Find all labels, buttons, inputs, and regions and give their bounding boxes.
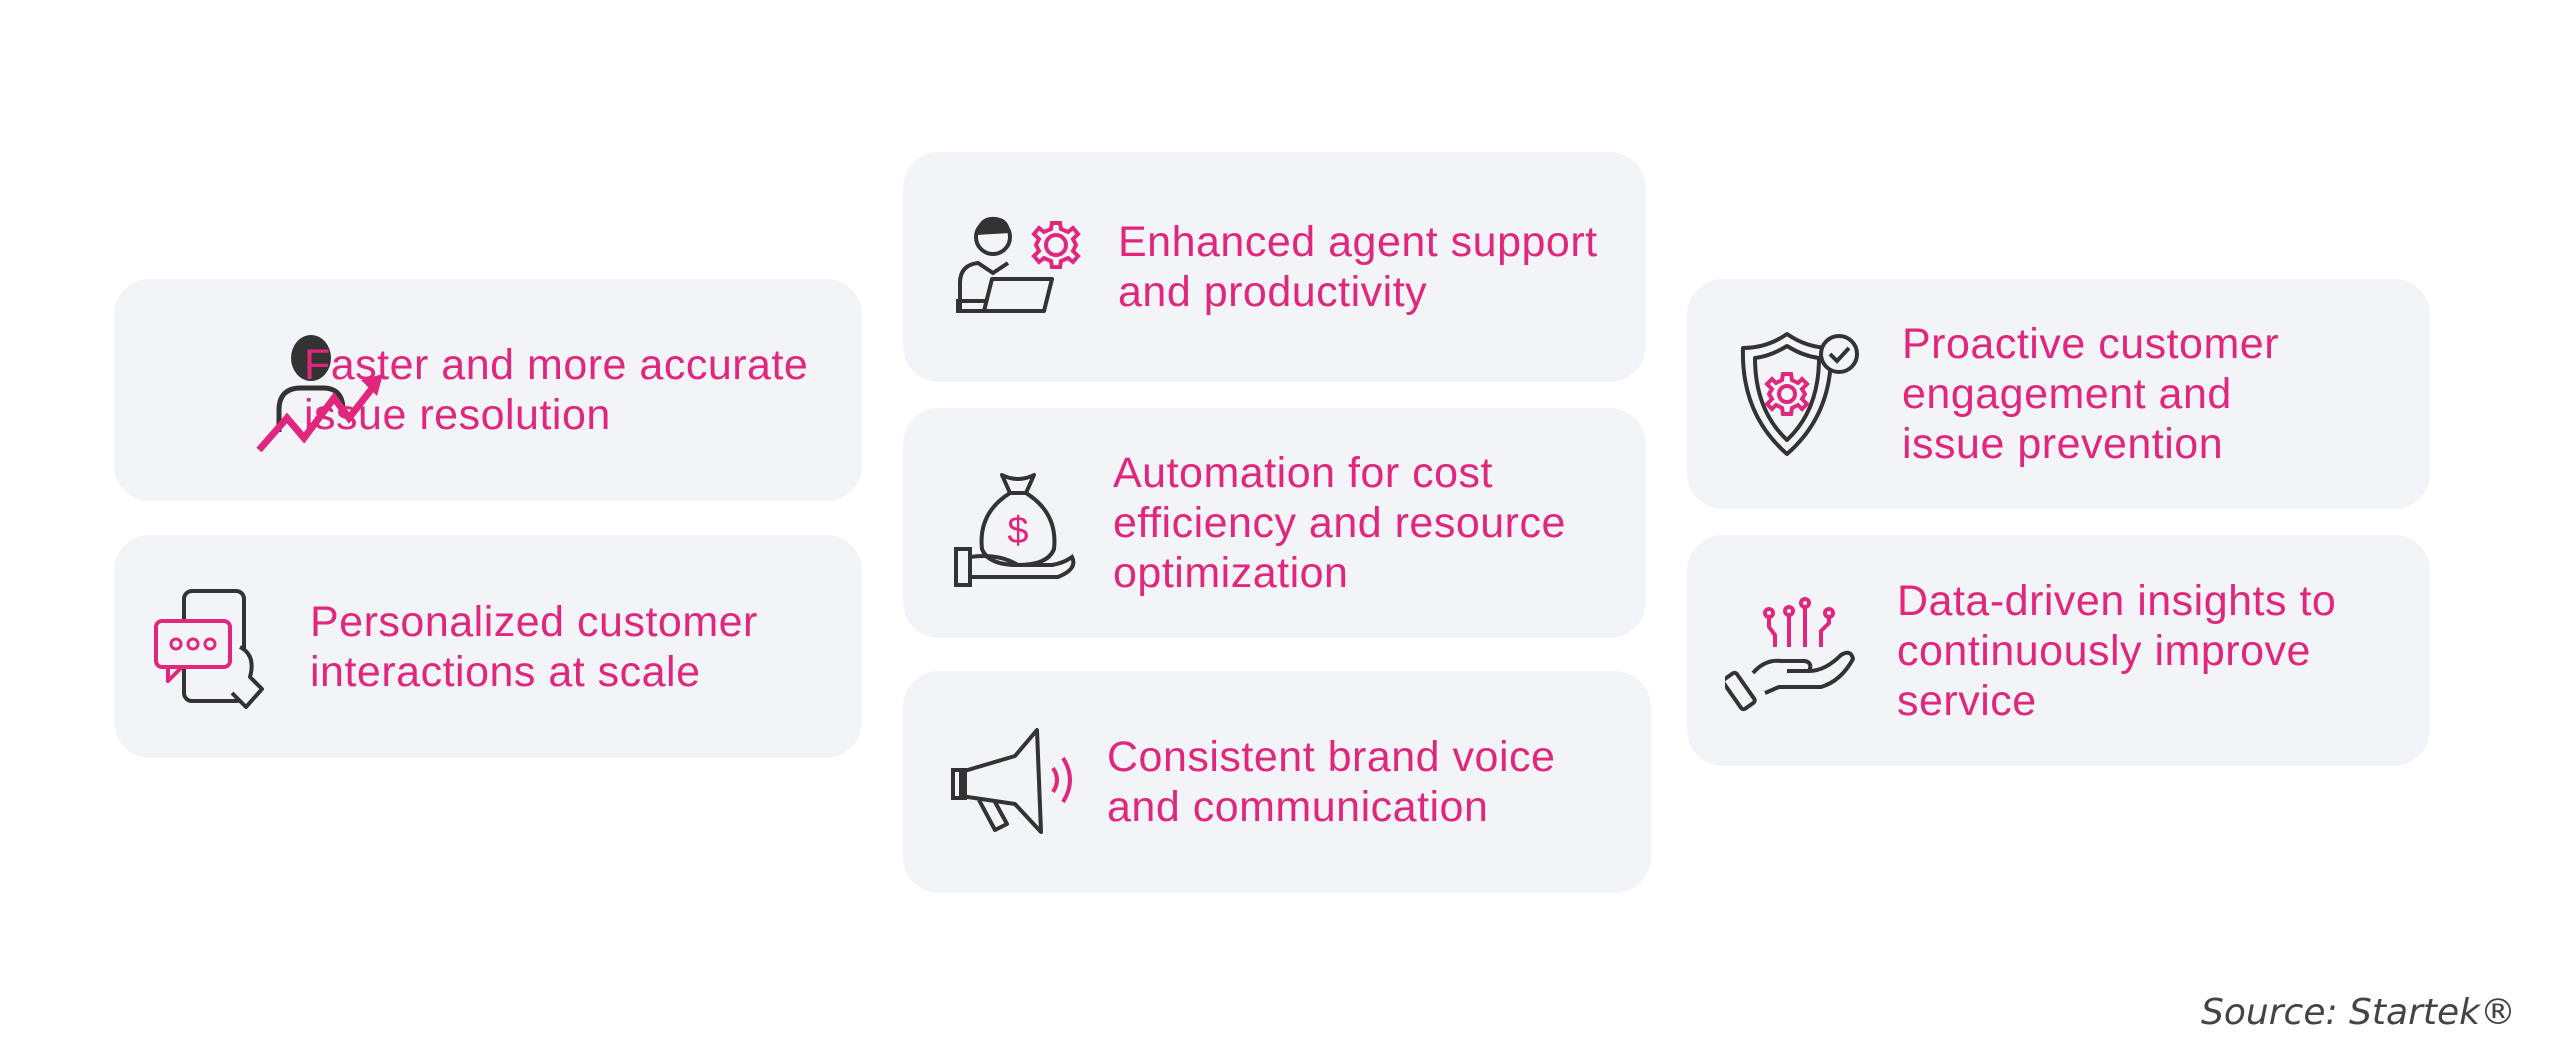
card-proactive-engagement: Proactive customer engagement and issue … [1687,279,2430,509]
card-personalized-interactions: Personalized customer interactions at sc… [114,535,862,758]
card-text: Faster and more accurate issue resolutio… [304,340,808,440]
card-brand-voice: Consistent brand voice and communication [903,671,1651,893]
card-text: Proactive customer engagement and issue … [1902,319,2279,469]
card-automation: $ Automation for cost efficiency and res… [903,408,1646,638]
card-line: interactions at scale [310,647,701,696]
card-text: Consistent brand voice and communication [1107,732,1555,832]
shield-gear-check-icon [1727,324,1867,464]
card-text: Personalized customer interactions at sc… [310,597,758,697]
card-text: Data-driven insights to continuously imp… [1897,576,2336,726]
phone-chat-icon [144,577,284,717]
card-line: optimization [1113,549,1349,597]
card-line: service [1897,676,2037,725]
source-caption: Source: Startek® [2201,992,2516,1033]
card-line: efficiency and resource [1113,499,1566,547]
card-line: Automation for cost [1113,449,1493,497]
card-line: continuously improve [1897,626,2311,675]
money-bag-hand-icon: $ [948,453,1088,593]
card-line: Consistent brand voice [1107,733,1556,781]
card-line: Faster and more accurate [304,341,809,389]
card-line: issue resolution [304,391,611,439]
card-line: Data-driven insights to [1897,576,2337,625]
agent-gear-icon [948,197,1088,337]
card-faster-resolution: Faster and more accurate issue resolutio… [114,279,862,501]
megaphone-icon [945,712,1085,852]
card-line: issue prevention [1902,420,2224,468]
card-line: and productivity [1118,268,1428,316]
card-data-insights: Data-driven insights to continuously imp… [1687,535,2430,766]
card-line: and communication [1107,783,1489,831]
card-line: Enhanced agent support [1118,218,1598,266]
card-text: Automation for cost efficiency and resou… [1113,448,1566,598]
card-text: Enhanced agent support and productivity [1118,217,1598,317]
person-growth-icon [249,320,389,460]
svg-text:$: $ [1007,510,1028,552]
card-agent-support: Enhanced agent support and productivity [903,152,1646,382]
card-line: Personalized customer [310,597,758,646]
card-line: engagement and [1902,370,2232,418]
card-line: Proactive customer [1902,320,2280,368]
hand-data-icon [1721,581,1865,721]
